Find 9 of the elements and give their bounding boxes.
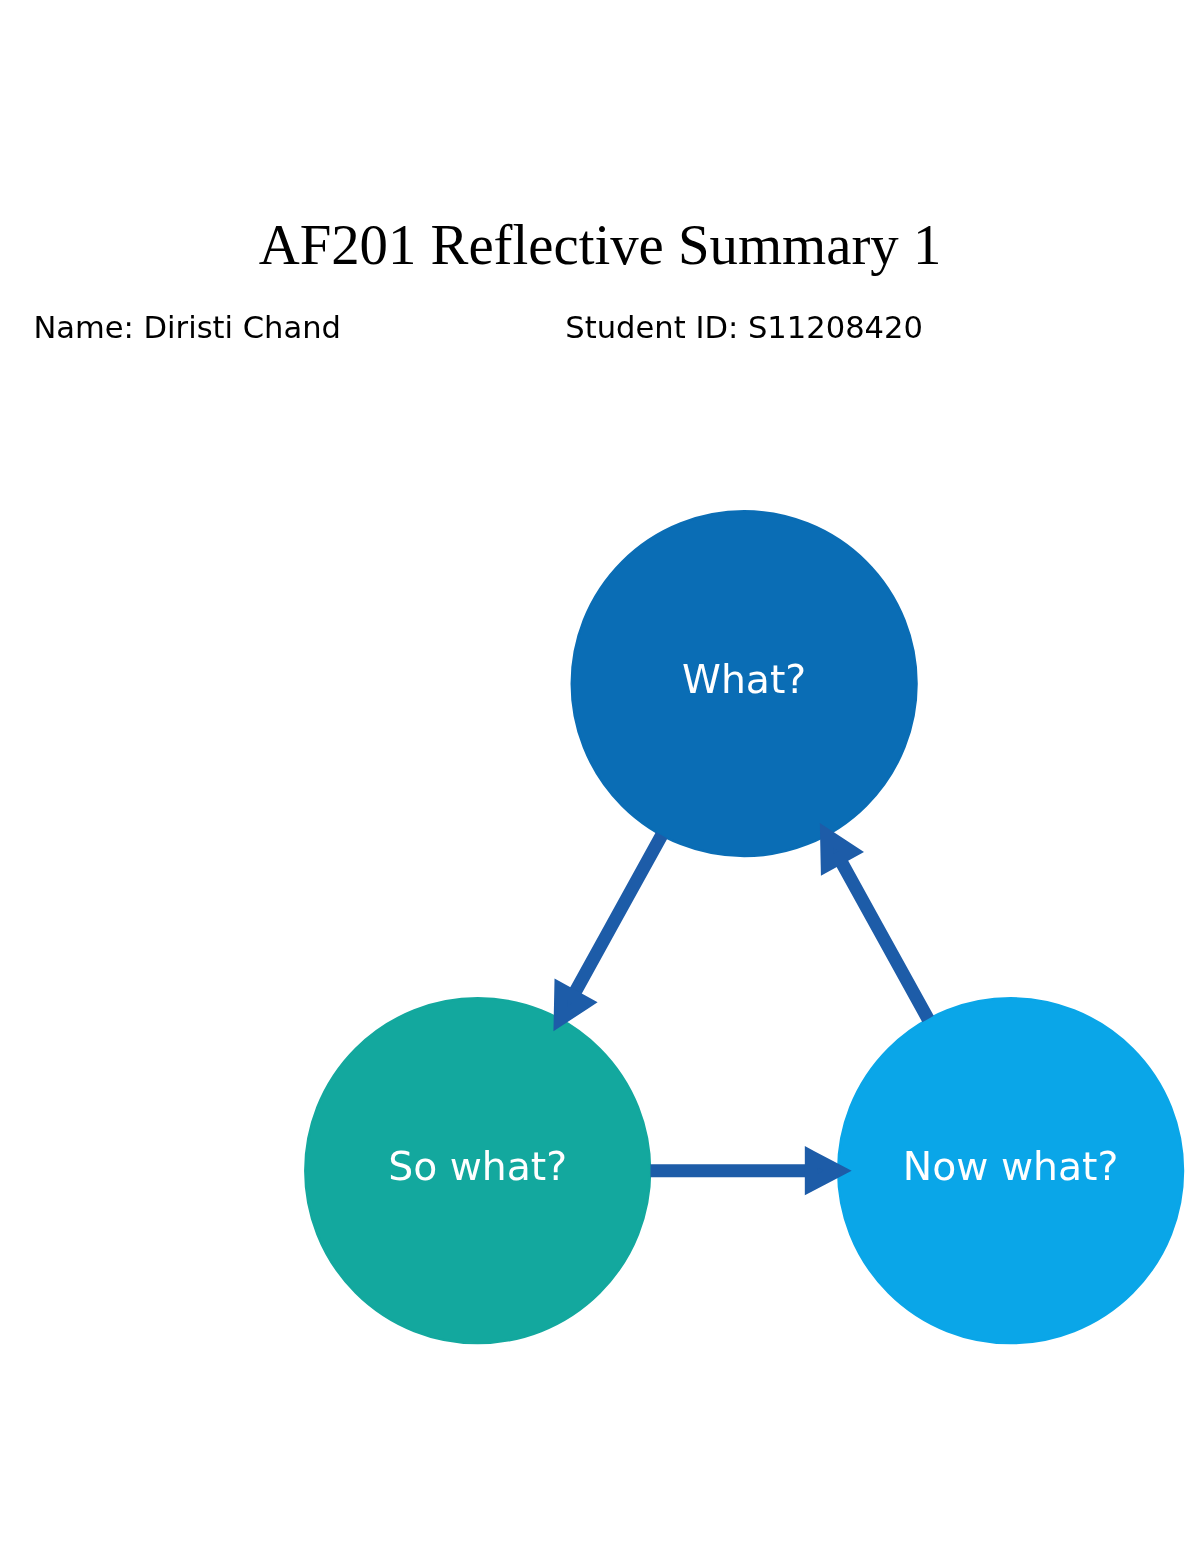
arrow [650,1146,852,1196]
label: Name: Diristi Chand [33,309,342,345]
arrow [553,832,668,1032]
node-circle: Now what? [836,997,1185,1345]
diagram-title: AF201 Reflective Summary 1 [258,212,942,276]
label: Student ID: S11208420 [565,309,923,345]
arrow [819,822,934,1023]
node-circle: What? [570,510,918,858]
node-circle: So what? [304,997,652,1345]
